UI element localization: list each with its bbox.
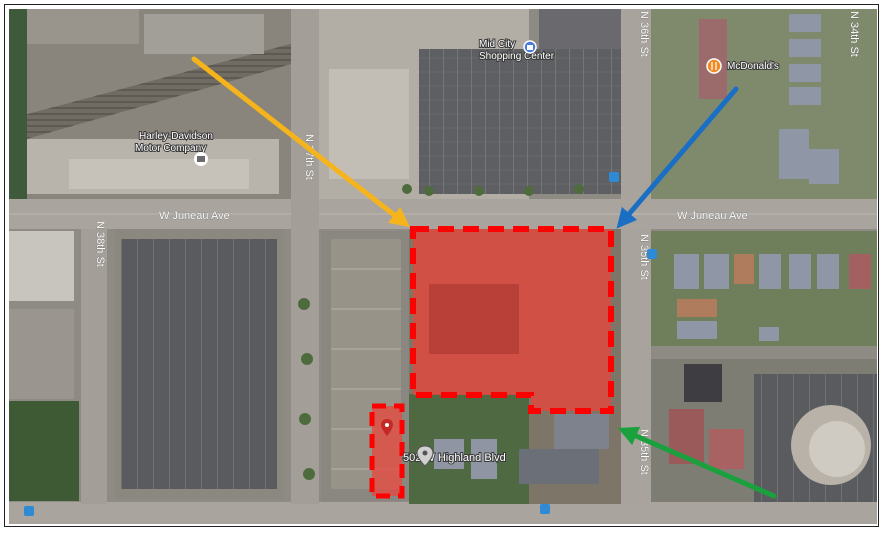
trees-west bbox=[9, 401, 79, 501]
building-west bbox=[9, 231, 74, 301]
lot-stripes bbox=[331, 268, 401, 470]
road-n38th bbox=[81, 229, 107, 504]
shopping-bag-icon[interactable] bbox=[523, 40, 537, 54]
street-trees bbox=[298, 184, 584, 480]
label-n37th: N 37th St bbox=[303, 134, 315, 180]
label-juneau-west: W Juneau Ave bbox=[159, 210, 230, 222]
arrow-green bbox=[617, 426, 777, 499]
label-n35th: N 35th St bbox=[638, 234, 650, 280]
location-pin-icon-red bbox=[381, 419, 393, 436]
harley-building-roof bbox=[69, 159, 249, 189]
lot-west bbox=[9, 309, 74, 399]
house bbox=[554, 414, 609, 449]
house bbox=[471, 439, 497, 479]
fork-knife-icon[interactable] bbox=[706, 58, 722, 74]
parking-lot-large bbox=[121, 239, 277, 489]
residential-block bbox=[651, 9, 877, 204]
road-w-highland bbox=[9, 502, 877, 524]
road-n37th bbox=[291, 9, 319, 504]
bus-stop-icon[interactable] bbox=[24, 172, 657, 516]
label-n36th-top: N 36th St bbox=[638, 11, 650, 57]
highlighted-roof bbox=[429, 284, 519, 354]
label-n38th: N 38th St bbox=[94, 221, 106, 267]
factory-icon[interactable] bbox=[194, 152, 208, 166]
rail-line bbox=[9, 39, 309, 144]
location-pin-icon[interactable] bbox=[416, 438, 434, 467]
satellite-map[interactable]: W Juneau Ave W Juneau Ave N 36th St N 37… bbox=[9, 9, 877, 524]
label-n34th: N 34th St bbox=[848, 11, 860, 57]
building bbox=[144, 14, 264, 54]
label-mcdonalds: McDonald's bbox=[727, 61, 779, 72]
house bbox=[434, 439, 464, 469]
mid-city-parking-lot bbox=[419, 49, 624, 194]
round-building-roof bbox=[809, 421, 865, 477]
parking-area bbox=[539, 9, 624, 49]
arrow-blue bbox=[616, 86, 739, 229]
trees bbox=[9, 9, 27, 224]
mid-city-roof bbox=[329, 69, 409, 179]
building bbox=[19, 9, 139, 44]
house bbox=[519, 449, 599, 484]
map-canvas: W Juneau Ave W Juneau Ave N 36th St N 37… bbox=[9, 9, 877, 524]
houses bbox=[669, 14, 871, 469]
arrow-orange bbox=[191, 56, 410, 228]
label-juneau-east: W Juneau Ave bbox=[677, 210, 748, 222]
